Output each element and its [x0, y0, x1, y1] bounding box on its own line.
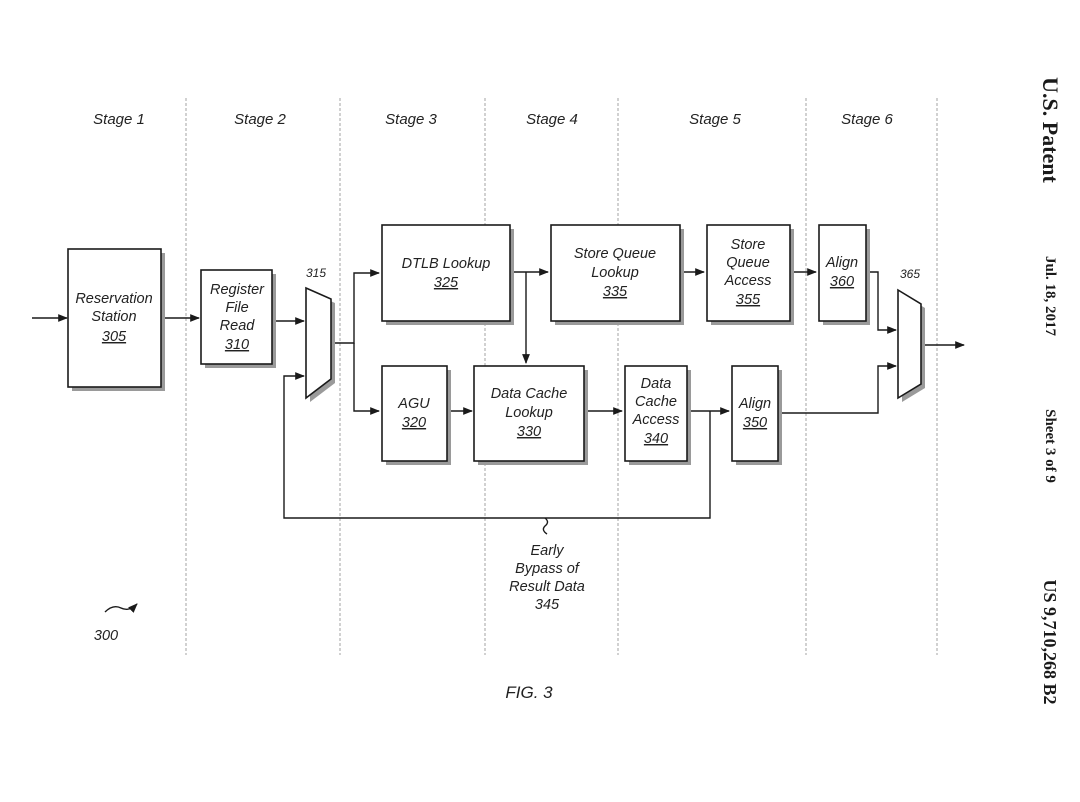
svg-text:305: 305	[102, 329, 127, 345]
figure-caption: FIG. 3	[505, 683, 553, 702]
data-cache-access-block: Data Cache Access 340	[624, 365, 691, 465]
svg-text:Read: Read	[220, 318, 256, 334]
svg-text:Cache: Cache	[635, 394, 677, 410]
data-cache-lookup-block: Data Cache Lookup 330	[473, 365, 588, 465]
stage-dividers	[185, 98, 938, 655]
early-bypass-label: Early Bypass of Result Data 345	[509, 543, 585, 613]
svg-text:335: 335	[603, 284, 628, 300]
stage-6-label: Stage 6	[841, 111, 893, 128]
svg-text:Data: Data	[641, 376, 672, 392]
figure-ref-300: 300	[94, 628, 118, 644]
store-queue-access-block: Store Queue Access 355	[706, 224, 794, 325]
patent-title: U.S. Patent	[1038, 77, 1063, 183]
stage-2-label: Stage 2	[234, 111, 286, 128]
svg-text:Access: Access	[632, 412, 680, 428]
align-350-block: Align 350	[731, 365, 782, 465]
stage-labels: Stage 1 Stage 2 Stage 3 Stage 4 Stage 5 …	[93, 111, 893, 128]
svg-text:Queue: Queue	[726, 255, 770, 271]
svg-text:File: File	[225, 300, 248, 316]
dtlb-lookup-block: DTLB Lookup 325	[381, 224, 514, 325]
mux-315	[305, 286, 335, 402]
svg-text:Align: Align	[738, 396, 771, 412]
agu-block: AGU 320	[381, 365, 451, 465]
svg-text:325: 325	[434, 275, 459, 291]
wires	[32, 268, 965, 614]
svg-text:Align: Align	[825, 255, 858, 271]
svg-text:Store: Store	[731, 237, 766, 253]
mux-365-ref: 365	[900, 267, 920, 281]
svg-text:Store Queue: Store Queue	[574, 246, 656, 262]
svg-text:Data Cache: Data Cache	[491, 386, 568, 402]
mux-315-ref: 315	[306, 266, 326, 280]
reservation-station-block: Reservation Station 305	[67, 248, 165, 391]
align-360-block: Align 360	[818, 224, 870, 325]
svg-text:310: 310	[225, 337, 249, 353]
register-file-read-block: Register File Read 310	[200, 269, 276, 368]
svg-text:360: 360	[830, 274, 854, 290]
svg-text:AGU: AGU	[397, 396, 430, 412]
patent-number: US 9,710,268 B2	[1040, 579, 1060, 705]
svg-text:355: 355	[736, 292, 761, 308]
svg-text:Register: Register	[210, 282, 265, 298]
svg-text:Result Data: Result Data	[509, 579, 585, 595]
mux-365	[897, 288, 925, 402]
svg-text:DTLB Lookup: DTLB Lookup	[402, 256, 491, 272]
svg-text:Early: Early	[530, 543, 564, 559]
svg-text:Station: Station	[91, 309, 136, 325]
stage-5-label: Stage 5	[689, 111, 741, 128]
store-queue-lookup-block: Store Queue Lookup 335	[550, 224, 684, 325]
svg-text:Lookup: Lookup	[591, 265, 639, 281]
svg-text:345: 345	[535, 597, 560, 613]
svg-text:340: 340	[644, 431, 668, 447]
svg-text:Lookup: Lookup	[505, 405, 553, 421]
stage-3-label: Stage 3	[385, 111, 437, 128]
stage-1-label: Stage 1	[93, 111, 145, 128]
svg-text:Reservation: Reservation	[75, 291, 152, 307]
svg-text:330: 330	[517, 424, 541, 440]
patent-date: Jul. 18, 2017	[1042, 255, 1058, 336]
svg-text:320: 320	[402, 415, 426, 431]
svg-text:350: 350	[743, 415, 767, 431]
svg-text:Access: Access	[724, 273, 772, 289]
patent-sheet: Sheet 3 of 9	[1042, 409, 1058, 483]
stage-4-label: Stage 4	[526, 111, 578, 128]
svg-text:Bypass of: Bypass of	[515, 561, 581, 577]
